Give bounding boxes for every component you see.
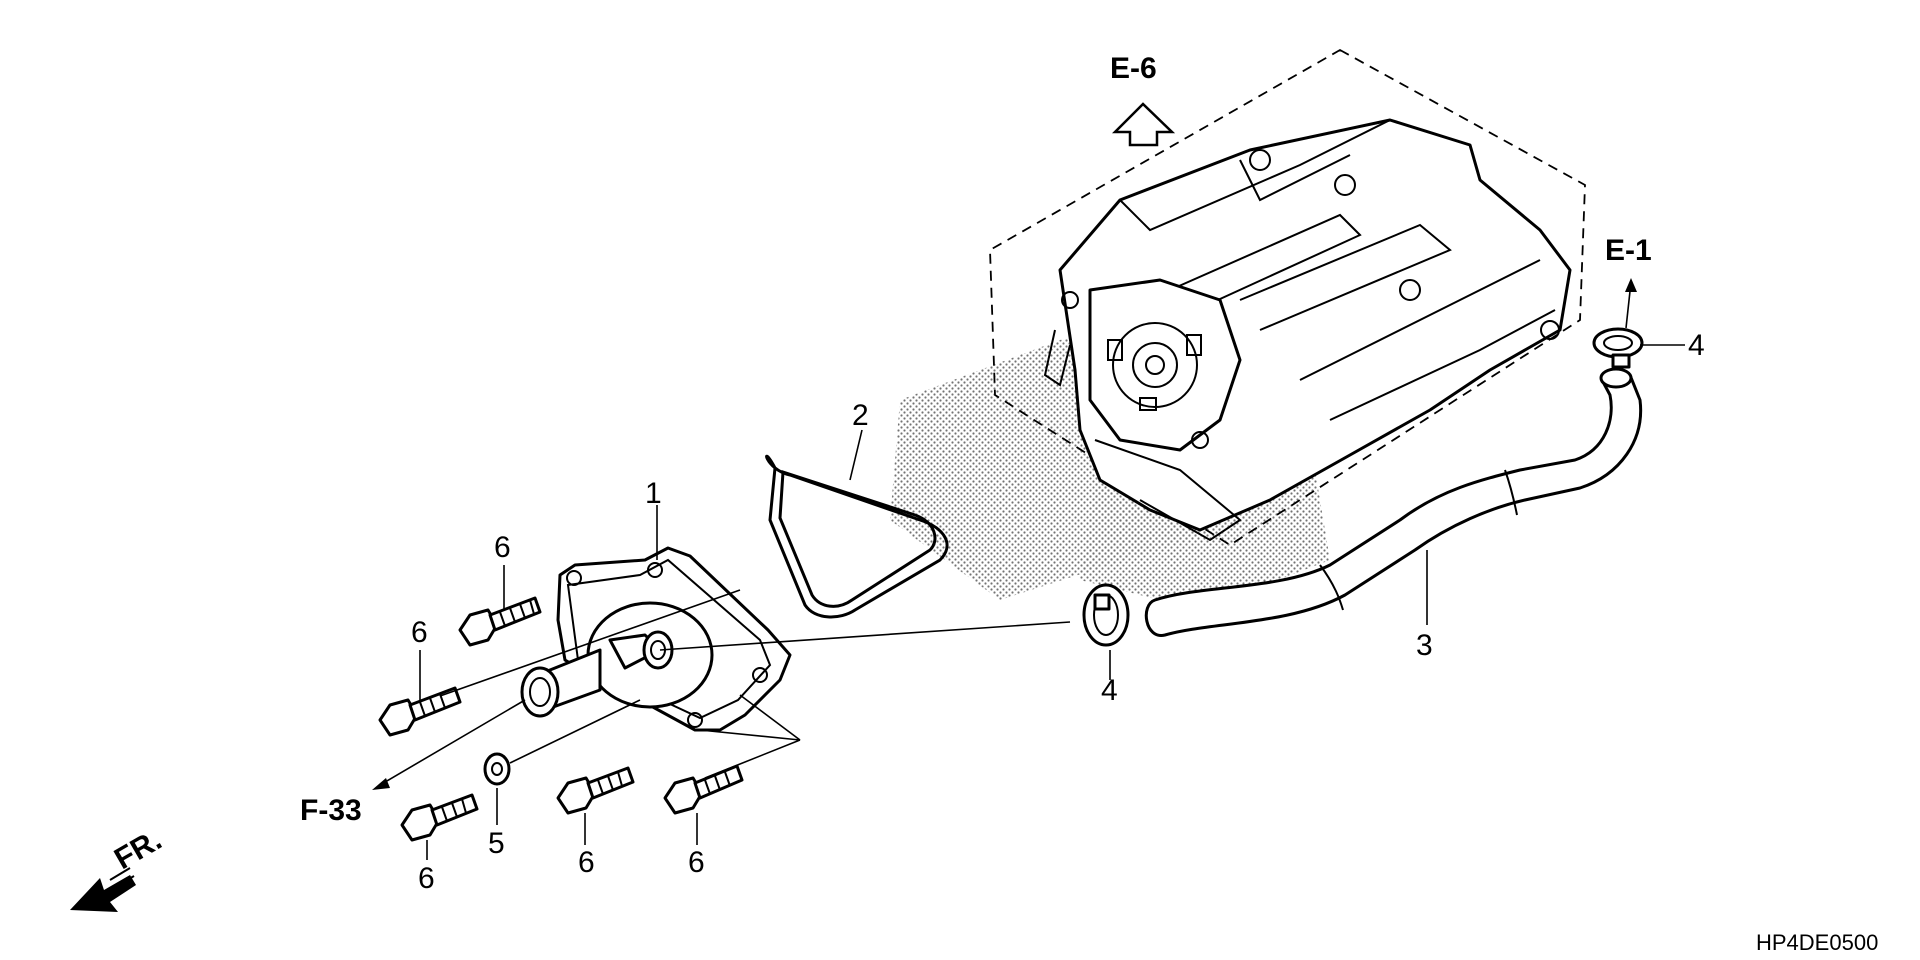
- engine-outline-dashed: [989, 48, 1586, 547]
- front-direction-arrow-icon: [70, 867, 136, 912]
- sealing-washer: [483, 752, 511, 786]
- callout-3: 3: [1416, 629, 1433, 662]
- flange-bolt-2: [378, 686, 462, 737]
- flange-bolt-3: [400, 793, 479, 842]
- hose-clamp-upper: [1592, 327, 1644, 369]
- up-arrow-icon: [1111, 102, 1176, 147]
- ref-e1: E-1: [1605, 234, 1652, 267]
- gasket-o-ring: [765, 454, 949, 619]
- callout-5: 5: [488, 827, 505, 860]
- flange-bolt-4: [556, 766, 635, 815]
- callout-6-c: 6: [418, 862, 435, 895]
- ref-fr: FR.: [109, 823, 167, 876]
- ref-f33: F-33: [300, 794, 362, 827]
- hose-clamp-lower: [1082, 583, 1130, 647]
- ref-e6: E-6: [1110, 52, 1157, 85]
- callout-6-e: 6: [688, 846, 705, 879]
- callout-6-b: 6: [411, 616, 428, 649]
- callout-1: 1: [645, 477, 662, 510]
- water-hose: [1144, 367, 1643, 637]
- callout-6-a: 6: [494, 531, 511, 564]
- flange-bolt-5: [663, 764, 744, 815]
- callout-6-d: 6: [578, 846, 595, 879]
- engine-block: [1043, 118, 1572, 542]
- water-pump-cover: [520, 546, 792, 732]
- callout-2: 2: [852, 399, 869, 432]
- callout-4-upper: 4: [1688, 329, 1705, 362]
- leader-lines: [372, 278, 1685, 860]
- flange-bolt-1: [458, 596, 542, 647]
- callout-4-lower: 4: [1101, 674, 1118, 707]
- diagram-code: HP4DE0500: [1756, 930, 1878, 955]
